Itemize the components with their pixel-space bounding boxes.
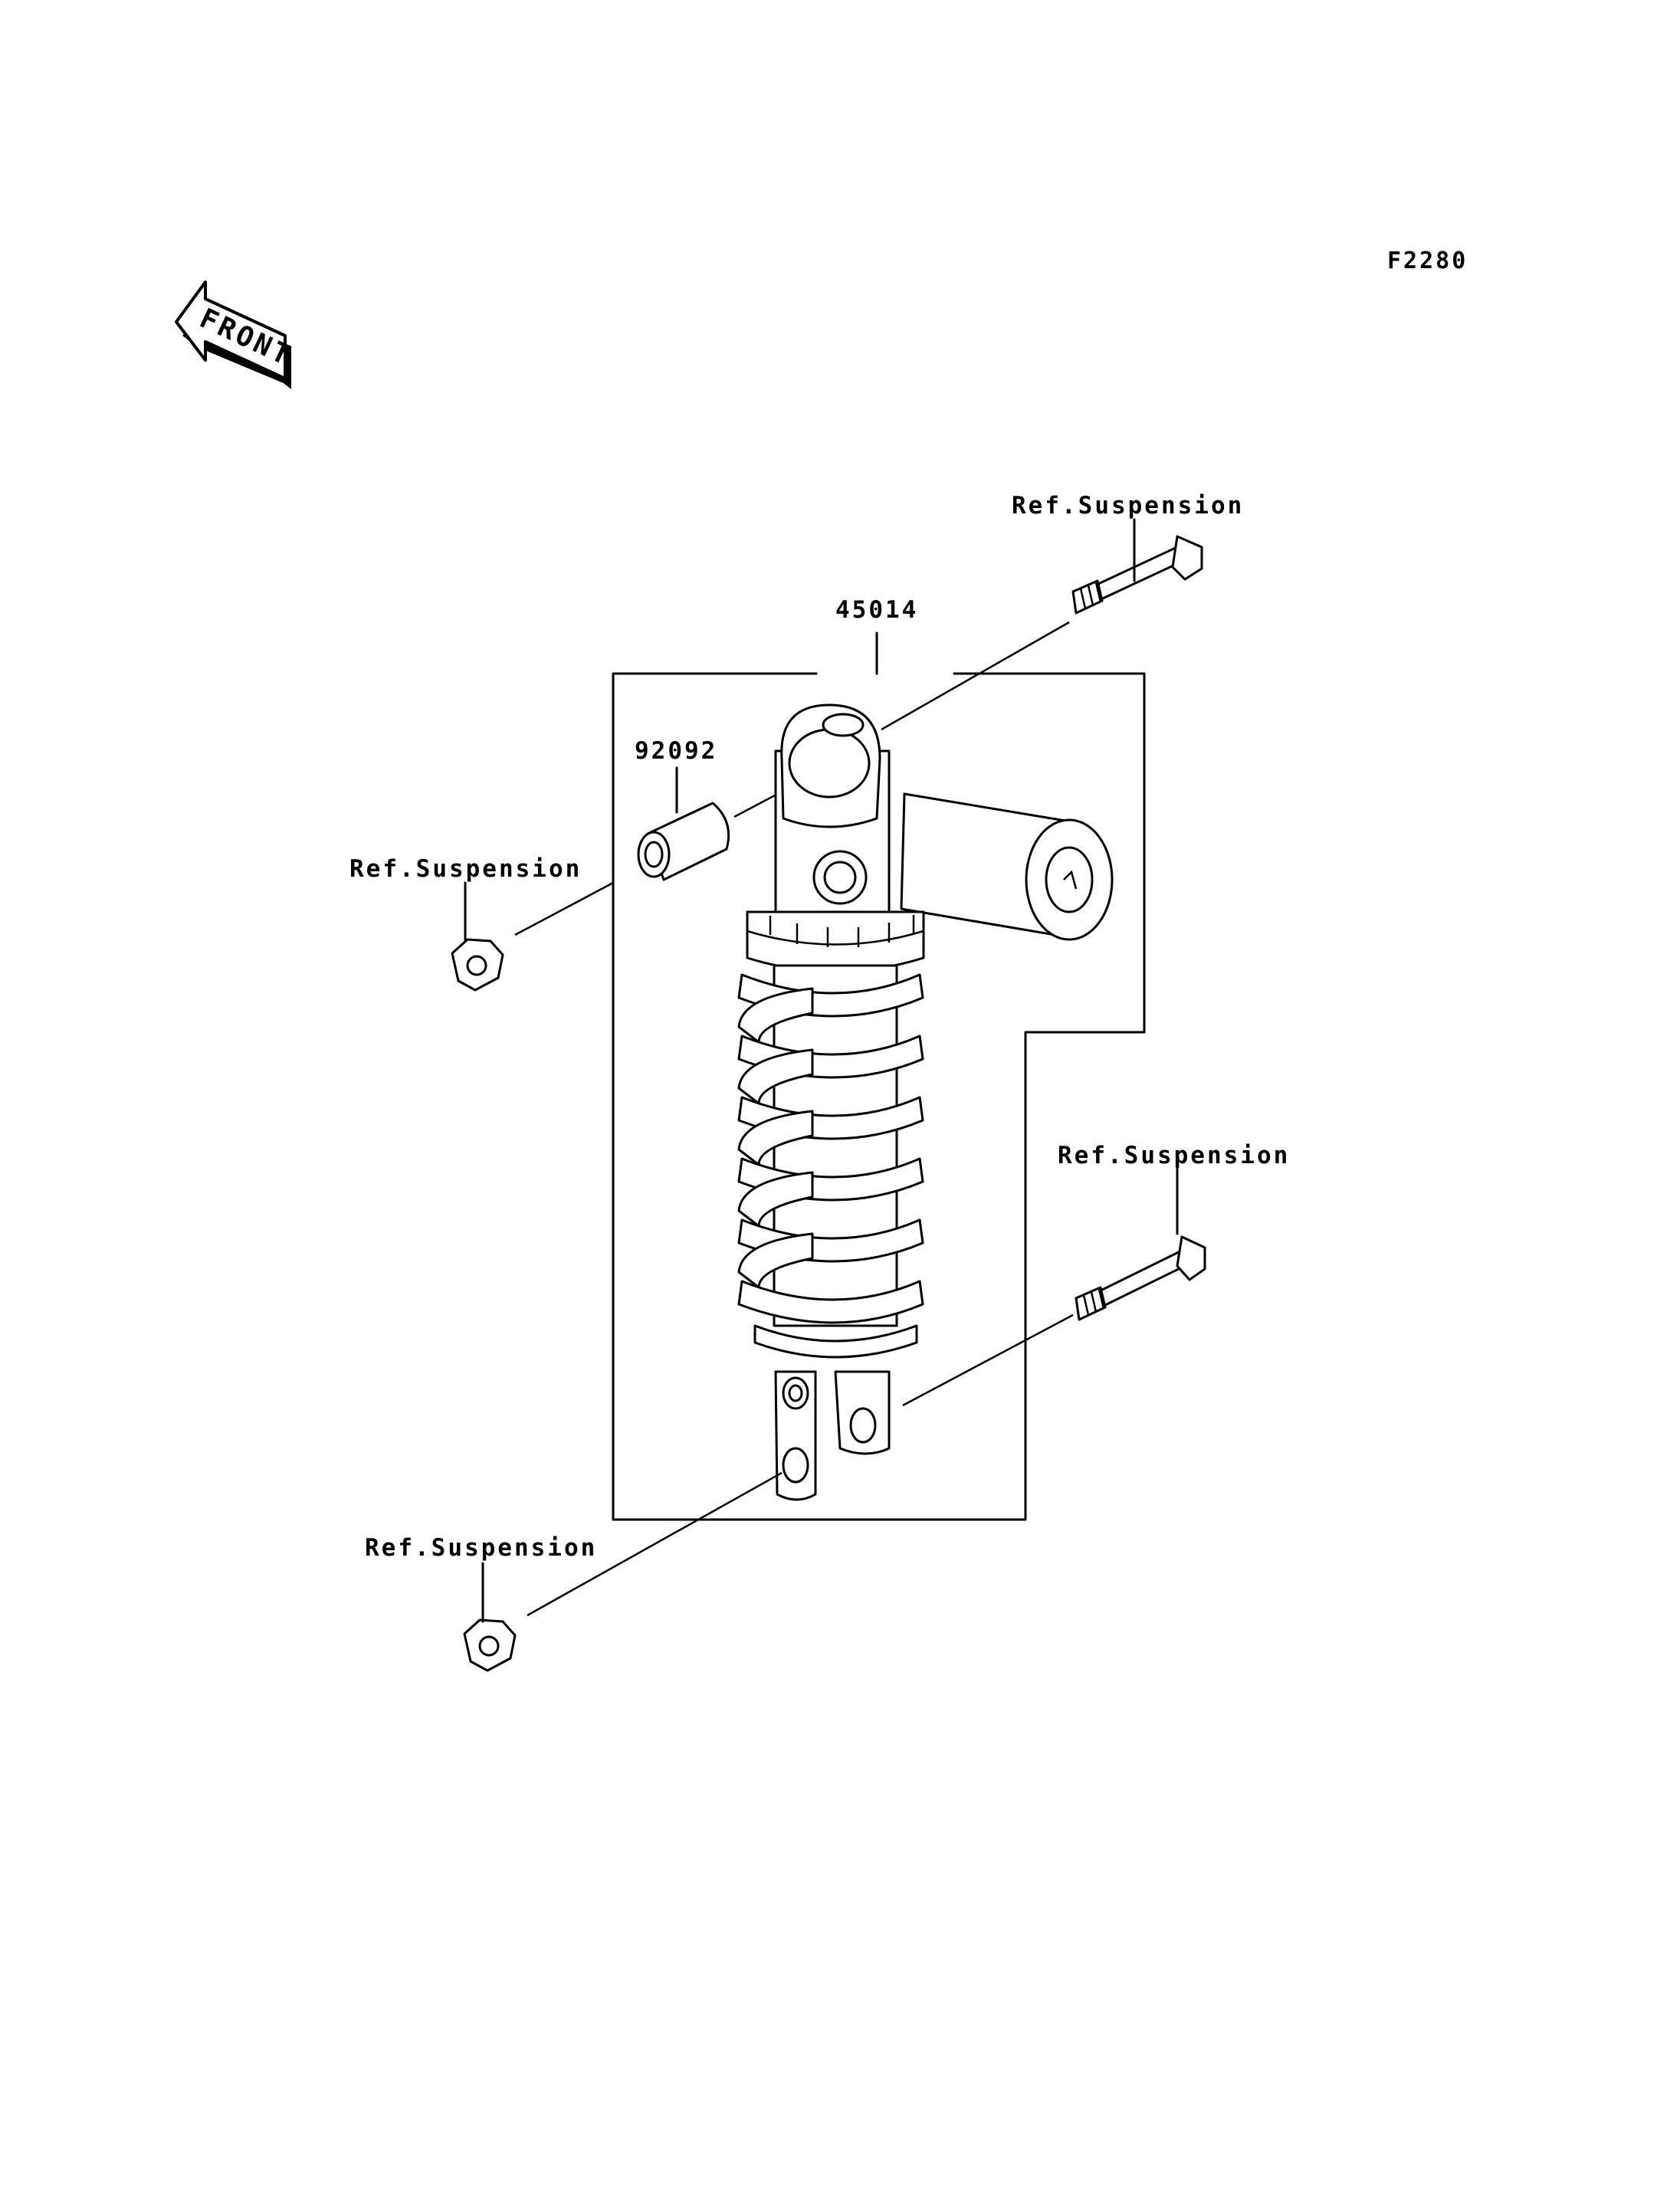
- assembly-bracket: [612, 672, 1146, 1521]
- top-bolt-axis: [881, 621, 1070, 731]
- bottom-nut-axis: [527, 1471, 783, 1617]
- bottom-bolt-axis: [902, 1313, 1074, 1407]
- ref-top-nut-label: Ref.Suspension: [349, 855, 582, 883]
- bottom-nut: [463, 1618, 517, 1672]
- collar-part-number: 92092: [635, 737, 717, 765]
- front-arrow-icon: FRONT: [175, 280, 297, 389]
- shock-absorber: [737, 703, 1114, 1501]
- bottom-bolt: [1075, 1235, 1206, 1321]
- top-bolt: [1071, 535, 1203, 615]
- shock-absorber-part-number: 45014: [835, 596, 918, 624]
- ref-bottom-bolt-label: Ref.Suspension: [1058, 1142, 1290, 1169]
- ref-top-bolt-label: Ref.Suspension: [1012, 492, 1244, 520]
- top-nut: [451, 938, 504, 992]
- top-nut-axis: [514, 881, 614, 936]
- collar: [637, 802, 730, 881]
- ref-bottom-nut-label: Ref.Suspension: [365, 1534, 597, 1562]
- figure-code: F2280: [1387, 248, 1468, 274]
